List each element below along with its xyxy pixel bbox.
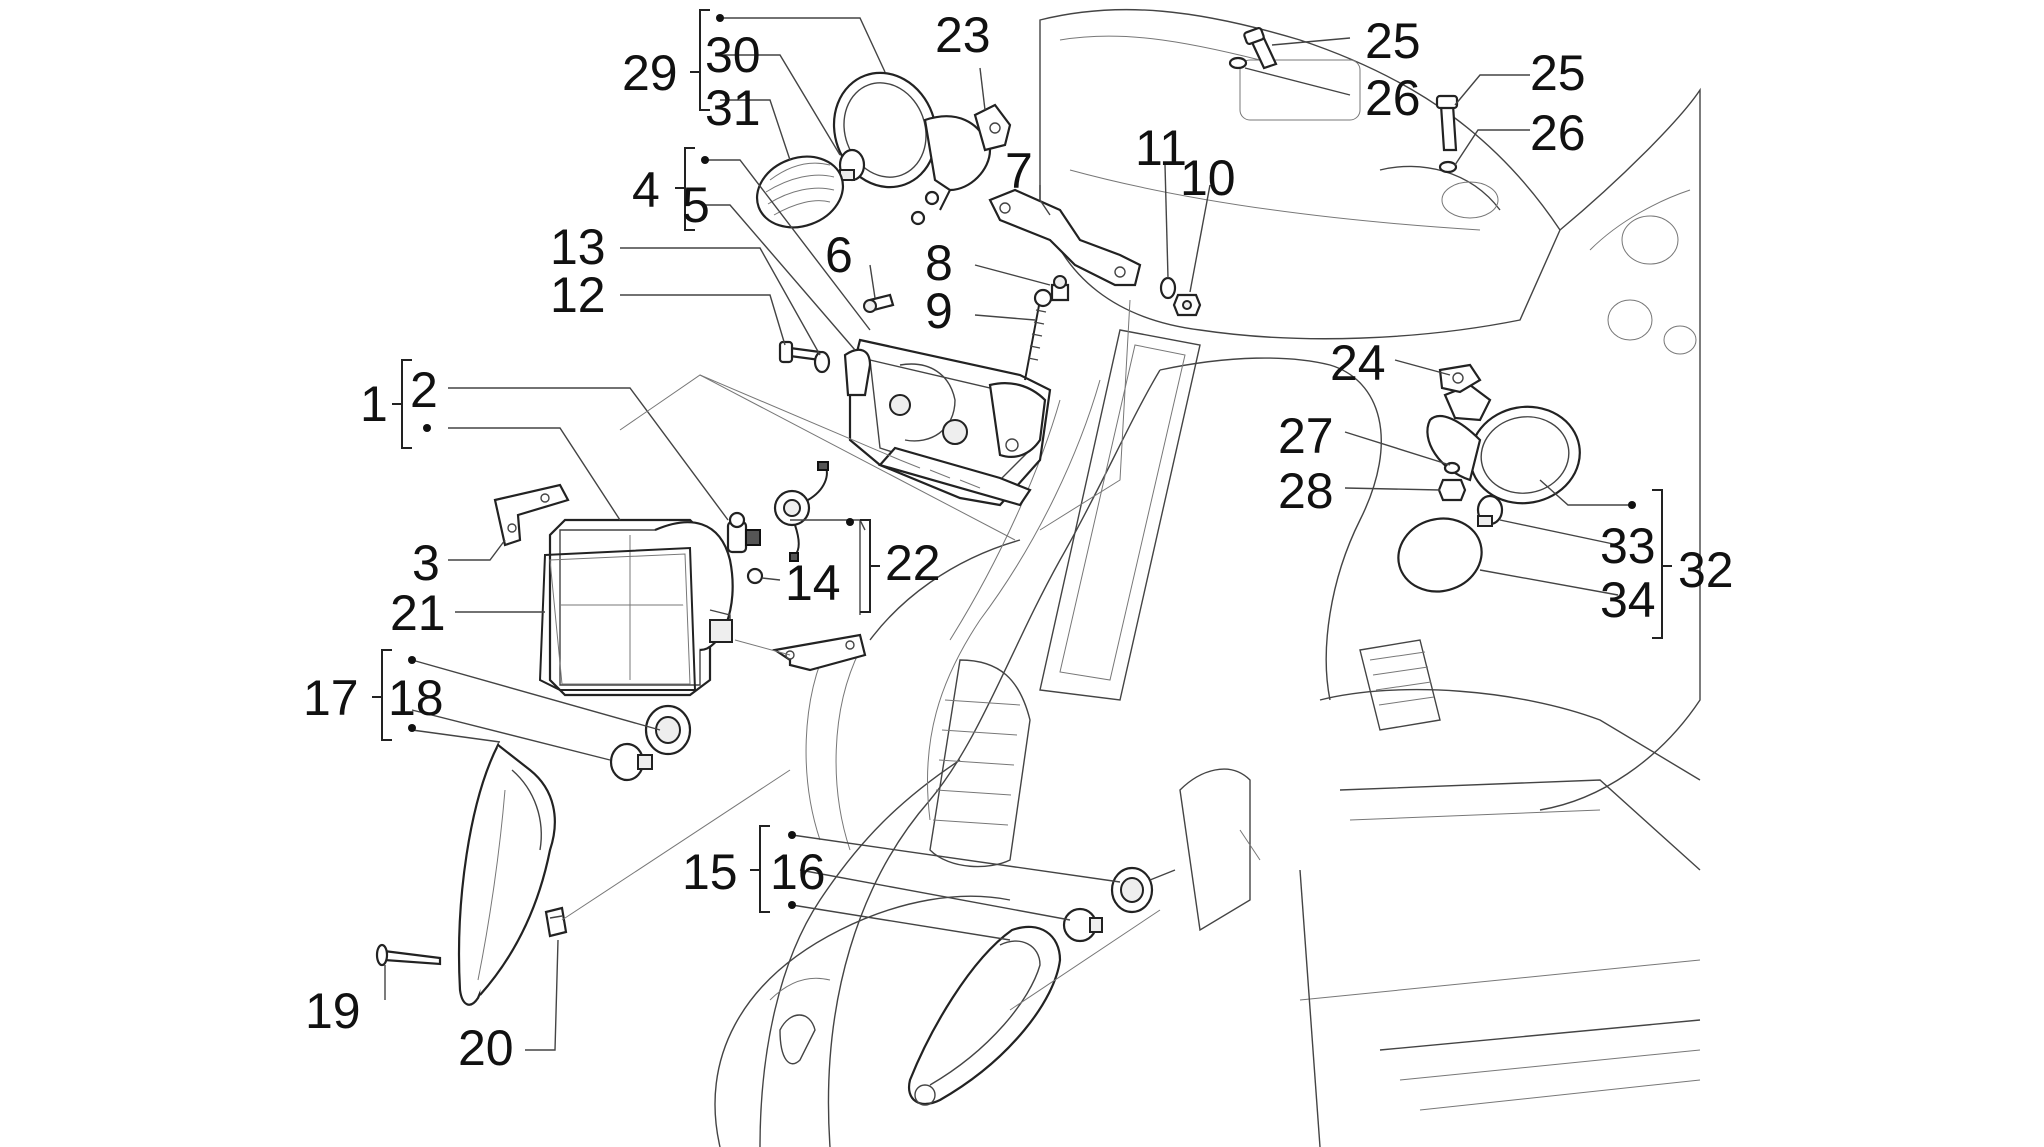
label-32: 32	[1678, 542, 1734, 598]
washer-26-left	[1228, 56, 1248, 70]
label-21: 21	[390, 585, 446, 641]
washer-13	[813, 350, 831, 374]
indicator-bulb-16	[1062, 907, 1103, 943]
label-25b: 25	[1530, 45, 1586, 101]
nut-28	[1437, 478, 1467, 502]
nut-10	[1172, 293, 1202, 317]
left-mirror	[832, 71, 992, 211]
bolt-25-right	[1435, 94, 1459, 152]
nut-mirror-left-b	[910, 210, 926, 226]
headlight-gasket	[538, 546, 697, 691]
label-25a: 25	[1365, 13, 1421, 69]
label-13: 13	[550, 219, 606, 275]
indicator-lens-31	[755, 155, 845, 229]
part-number-labels: 1 2 3 4 5 6 7 8 9 10 11 12 13 14 15 16 1…	[303, 7, 1734, 1076]
parking-bulb	[746, 567, 764, 585]
leader-lines	[384, 17, 1630, 1051]
support-bracket-7	[988, 188, 1142, 287]
label-23: 23	[935, 7, 991, 63]
label-29: 29	[622, 45, 678, 101]
label-30: 30	[705, 27, 761, 83]
label-22: 22	[885, 535, 941, 591]
headlight-bulb	[726, 511, 761, 554]
mirror-bracket-24	[1438, 363, 1482, 394]
label-15: 15	[682, 844, 738, 900]
label-34: 34	[1600, 572, 1656, 628]
label-19: 19	[305, 983, 361, 1039]
label-6: 6	[825, 227, 853, 283]
washer-11	[1159, 276, 1177, 300]
mirror-bracket-23	[973, 103, 1012, 152]
nut-mirror-left-a	[924, 190, 940, 206]
label-18: 18	[388, 670, 444, 726]
indicator-bulb-33	[1476, 494, 1504, 527]
horn-grille	[929, 659, 1031, 868]
bulb-socket	[773, 461, 829, 562]
label-12: 12	[550, 267, 606, 323]
label-28: 28	[1278, 463, 1334, 519]
right-turn-indicator	[907, 925, 1062, 1106]
label-7: 7	[1005, 143, 1033, 199]
left-turn-indicator	[457, 741, 556, 1006]
adjuster-spring-9	[1024, 288, 1053, 381]
label-4: 4	[632, 162, 660, 218]
indicator-socket-18	[644, 704, 692, 756]
washer-27	[1443, 461, 1461, 475]
screw-6	[863, 293, 895, 313]
label-20: 20	[458, 1020, 514, 1076]
label-14: 14	[785, 555, 841, 611]
label-16: 16	[770, 844, 826, 900]
label-26a: 26	[1365, 70, 1421, 126]
label-24: 24	[1330, 335, 1386, 391]
washer-26-right	[1438, 160, 1458, 174]
label-26b: 26	[1530, 105, 1586, 161]
label-5: 5	[682, 177, 710, 233]
indicator-lens-34	[1397, 517, 1483, 593]
label-1: 1	[360, 376, 388, 432]
label-33: 33	[1600, 518, 1656, 574]
clip-20	[544, 906, 568, 938]
headlight-bracket	[493, 483, 867, 672]
indicator-bulb-30	[838, 148, 866, 182]
label-11: 11	[1135, 120, 1187, 176]
label-9: 9	[925, 283, 953, 339]
scooter-body-outline	[714, 8, 1701, 1147]
label-31: 31	[705, 80, 761, 136]
right-mirror	[1426, 383, 1581, 505]
adjuster-screw-8	[1050, 275, 1070, 302]
group-brackets	[372, 9, 1672, 913]
screw-19	[375, 943, 442, 967]
indicator-socket-16	[1110, 866, 1176, 914]
label-10: 10	[1180, 150, 1236, 206]
label-2: 2	[410, 362, 438, 418]
label-8: 8	[925, 235, 953, 291]
indicator-bulb-18	[609, 742, 653, 782]
label-27: 27	[1278, 408, 1334, 464]
label-17: 17	[303, 670, 359, 726]
label-3: 3	[412, 535, 440, 591]
headlight-support-frame	[843, 338, 1052, 507]
headlight-unit	[548, 518, 734, 697]
bolt-25-left	[1243, 27, 1278, 70]
